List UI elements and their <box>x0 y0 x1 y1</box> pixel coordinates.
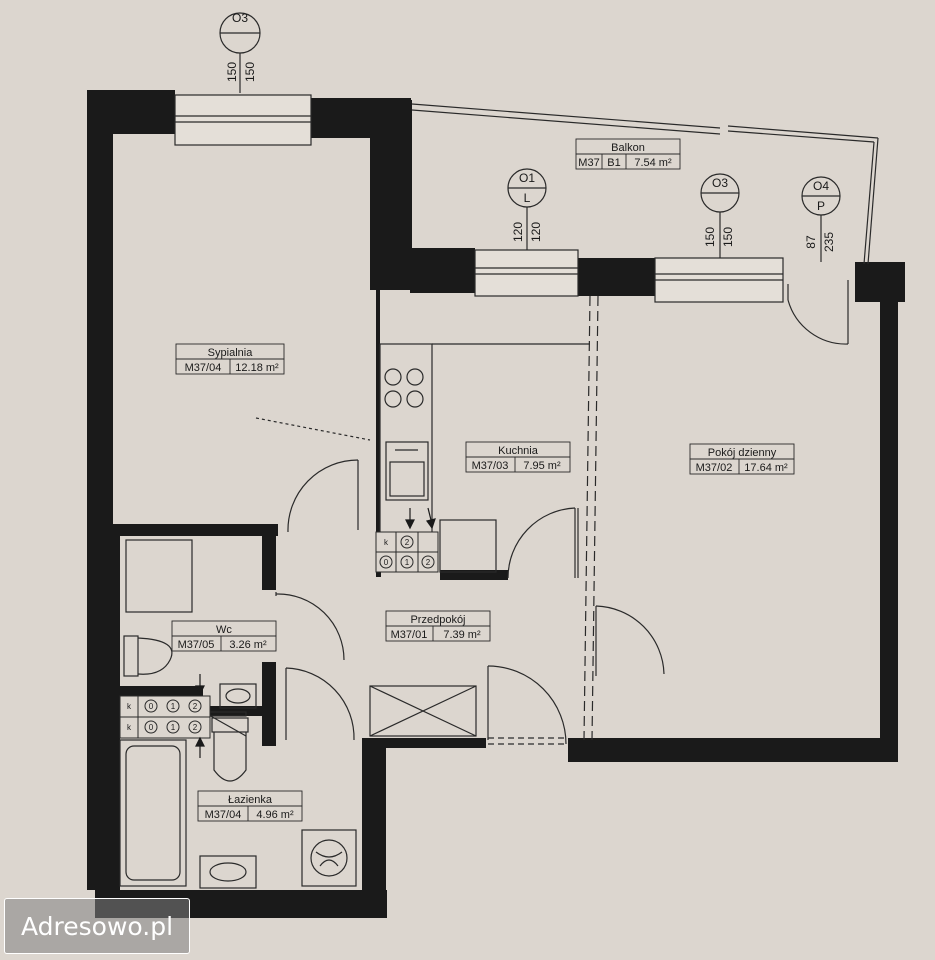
room-area: 12.18 m² <box>235 362 279 374</box>
socket-arrows <box>195 507 436 758</box>
window-dim-b: 150 <box>243 62 257 82</box>
window-dim-a: 150 <box>703 227 717 247</box>
door-kitchen <box>507 507 579 579</box>
kitchen-socket-panel: k 2 0 1 2 <box>375 531 439 573</box>
room-area: 7.54 m² <box>634 157 672 169</box>
bathtub-icon <box>119 739 187 887</box>
room-code: M37/04 <box>185 362 222 374</box>
window-tag-w1: O3 150 150 <box>219 11 261 93</box>
socket-label: 1 <box>171 723 176 732</box>
room-label-balkon: Balkon M37 B1 7.54 m² <box>575 138 681 170</box>
door-wc <box>275 592 345 661</box>
room-label-przedpokoj: Przedpokój M37/01 7.39 m² <box>385 610 491 642</box>
hall-closet <box>369 685 477 737</box>
room-area: 17.64 m² <box>744 462 788 474</box>
wc-sink-icon <box>219 683 257 709</box>
room-code-2: B1 <box>607 157 620 169</box>
door-bedroom <box>287 459 359 533</box>
stove-icon <box>384 368 424 408</box>
room-label-kuchnia: Kuchnia M37/03 7.95 m² <box>465 441 571 473</box>
socket-label: 0 <box>149 702 154 711</box>
window-dim-a: 150 <box>225 62 239 82</box>
bath-sink-icon <box>199 855 257 889</box>
window-tag-label: O1 <box>519 171 535 185</box>
window-tag-sub: L <box>524 191 531 205</box>
socket-label: 2 <box>193 723 198 732</box>
socket-label: 0 <box>384 558 389 567</box>
bedroom-dashed-mark <box>255 417 371 441</box>
window-tag-w3: O3 150 150 <box>700 173 740 258</box>
kitchen-living-divider <box>583 295 591 741</box>
room-name: Łazienka <box>228 794 273 806</box>
room-code: M37/04 <box>205 809 242 821</box>
room-name: Wc <box>216 624 232 636</box>
door-entrance <box>487 665 567 745</box>
door-balcony <box>787 280 849 345</box>
socket-label: 0 <box>149 723 154 732</box>
window-dim-b: 120 <box>529 222 543 242</box>
bath-socket-panel: k 0 1 2 k 0 1 2 <box>119 695 211 739</box>
window-dim-b: 150 <box>721 227 735 247</box>
room-name: Przedpokój <box>410 614 465 626</box>
kitchen-sink-icon <box>385 441 429 501</box>
room-name: Pokój dzienny <box>708 447 777 459</box>
room-area: 4.96 m² <box>256 809 294 821</box>
watermark-logo: Adresowo.pl <box>4 898 190 954</box>
socket-label: 1 <box>171 702 176 711</box>
window-o1-kitchen <box>474 249 579 297</box>
socket-label: k <box>127 702 132 711</box>
kitchen-counter <box>379 343 590 545</box>
window-tag-sub: P <box>817 199 825 213</box>
room-label-lazienka: Łazienka M37/04 4.96 m² <box>197 790 303 822</box>
door-living <box>595 605 665 676</box>
door-bathroom <box>285 667 355 741</box>
wc-storage-box <box>125 539 193 613</box>
walls <box>87 90 905 918</box>
room-area: 7.39 m² <box>443 629 481 641</box>
room-code: M37/03 <box>472 460 509 472</box>
room-name: Kuchnia <box>498 445 539 457</box>
window-tag-label: O4 <box>813 179 829 193</box>
window-tag-w4: O4 P 87 235 <box>801 176 841 262</box>
socket-label: 1 <box>405 558 410 567</box>
toilet-bath-icon <box>211 717 249 782</box>
washing-machine-icon <box>301 829 357 887</box>
room-area: 7.95 m² <box>523 460 561 472</box>
socket-label: k <box>127 723 132 732</box>
socket-label: 2 <box>426 558 431 567</box>
kitchen-living-divider-2 <box>591 295 599 741</box>
room-area: 3.26 m² <box>229 639 267 651</box>
socket-label: k <box>384 538 389 547</box>
room-code: M37/02 <box>696 462 733 474</box>
window-tag-w2: O1 L 120 120 <box>507 168 547 250</box>
window-tag-label: O3 <box>232 11 248 25</box>
window-o3-living <box>654 257 784 303</box>
fridge-icon <box>439 519 497 573</box>
room-label-pokoj: Pokój dzienny M37/02 17.64 m² <box>689 443 795 475</box>
window-dim-b: 235 <box>822 232 836 252</box>
room-name: Sypialnia <box>208 347 254 359</box>
socket-label: 2 <box>193 702 198 711</box>
window-dim-a: 87 <box>804 235 818 249</box>
window-o3-bedroom <box>174 94 312 146</box>
room-code: M37 <box>578 157 599 169</box>
toilet-icon <box>123 635 173 677</box>
room-label-sypialnia: Sypialnia M37/04 12.18 m² <box>175 343 285 375</box>
socket-label: 2 <box>405 538 410 547</box>
window-dim-a: 120 <box>511 222 525 242</box>
balcony-outline <box>411 103 879 265</box>
room-code: M37/05 <box>178 639 215 651</box>
room-name: Balkon <box>611 142 645 154</box>
window-tag-label: O3 <box>712 176 728 190</box>
room-label-wc: Wc M37/05 3.26 m² <box>171 620 277 652</box>
room-code: M37/01 <box>391 629 428 641</box>
